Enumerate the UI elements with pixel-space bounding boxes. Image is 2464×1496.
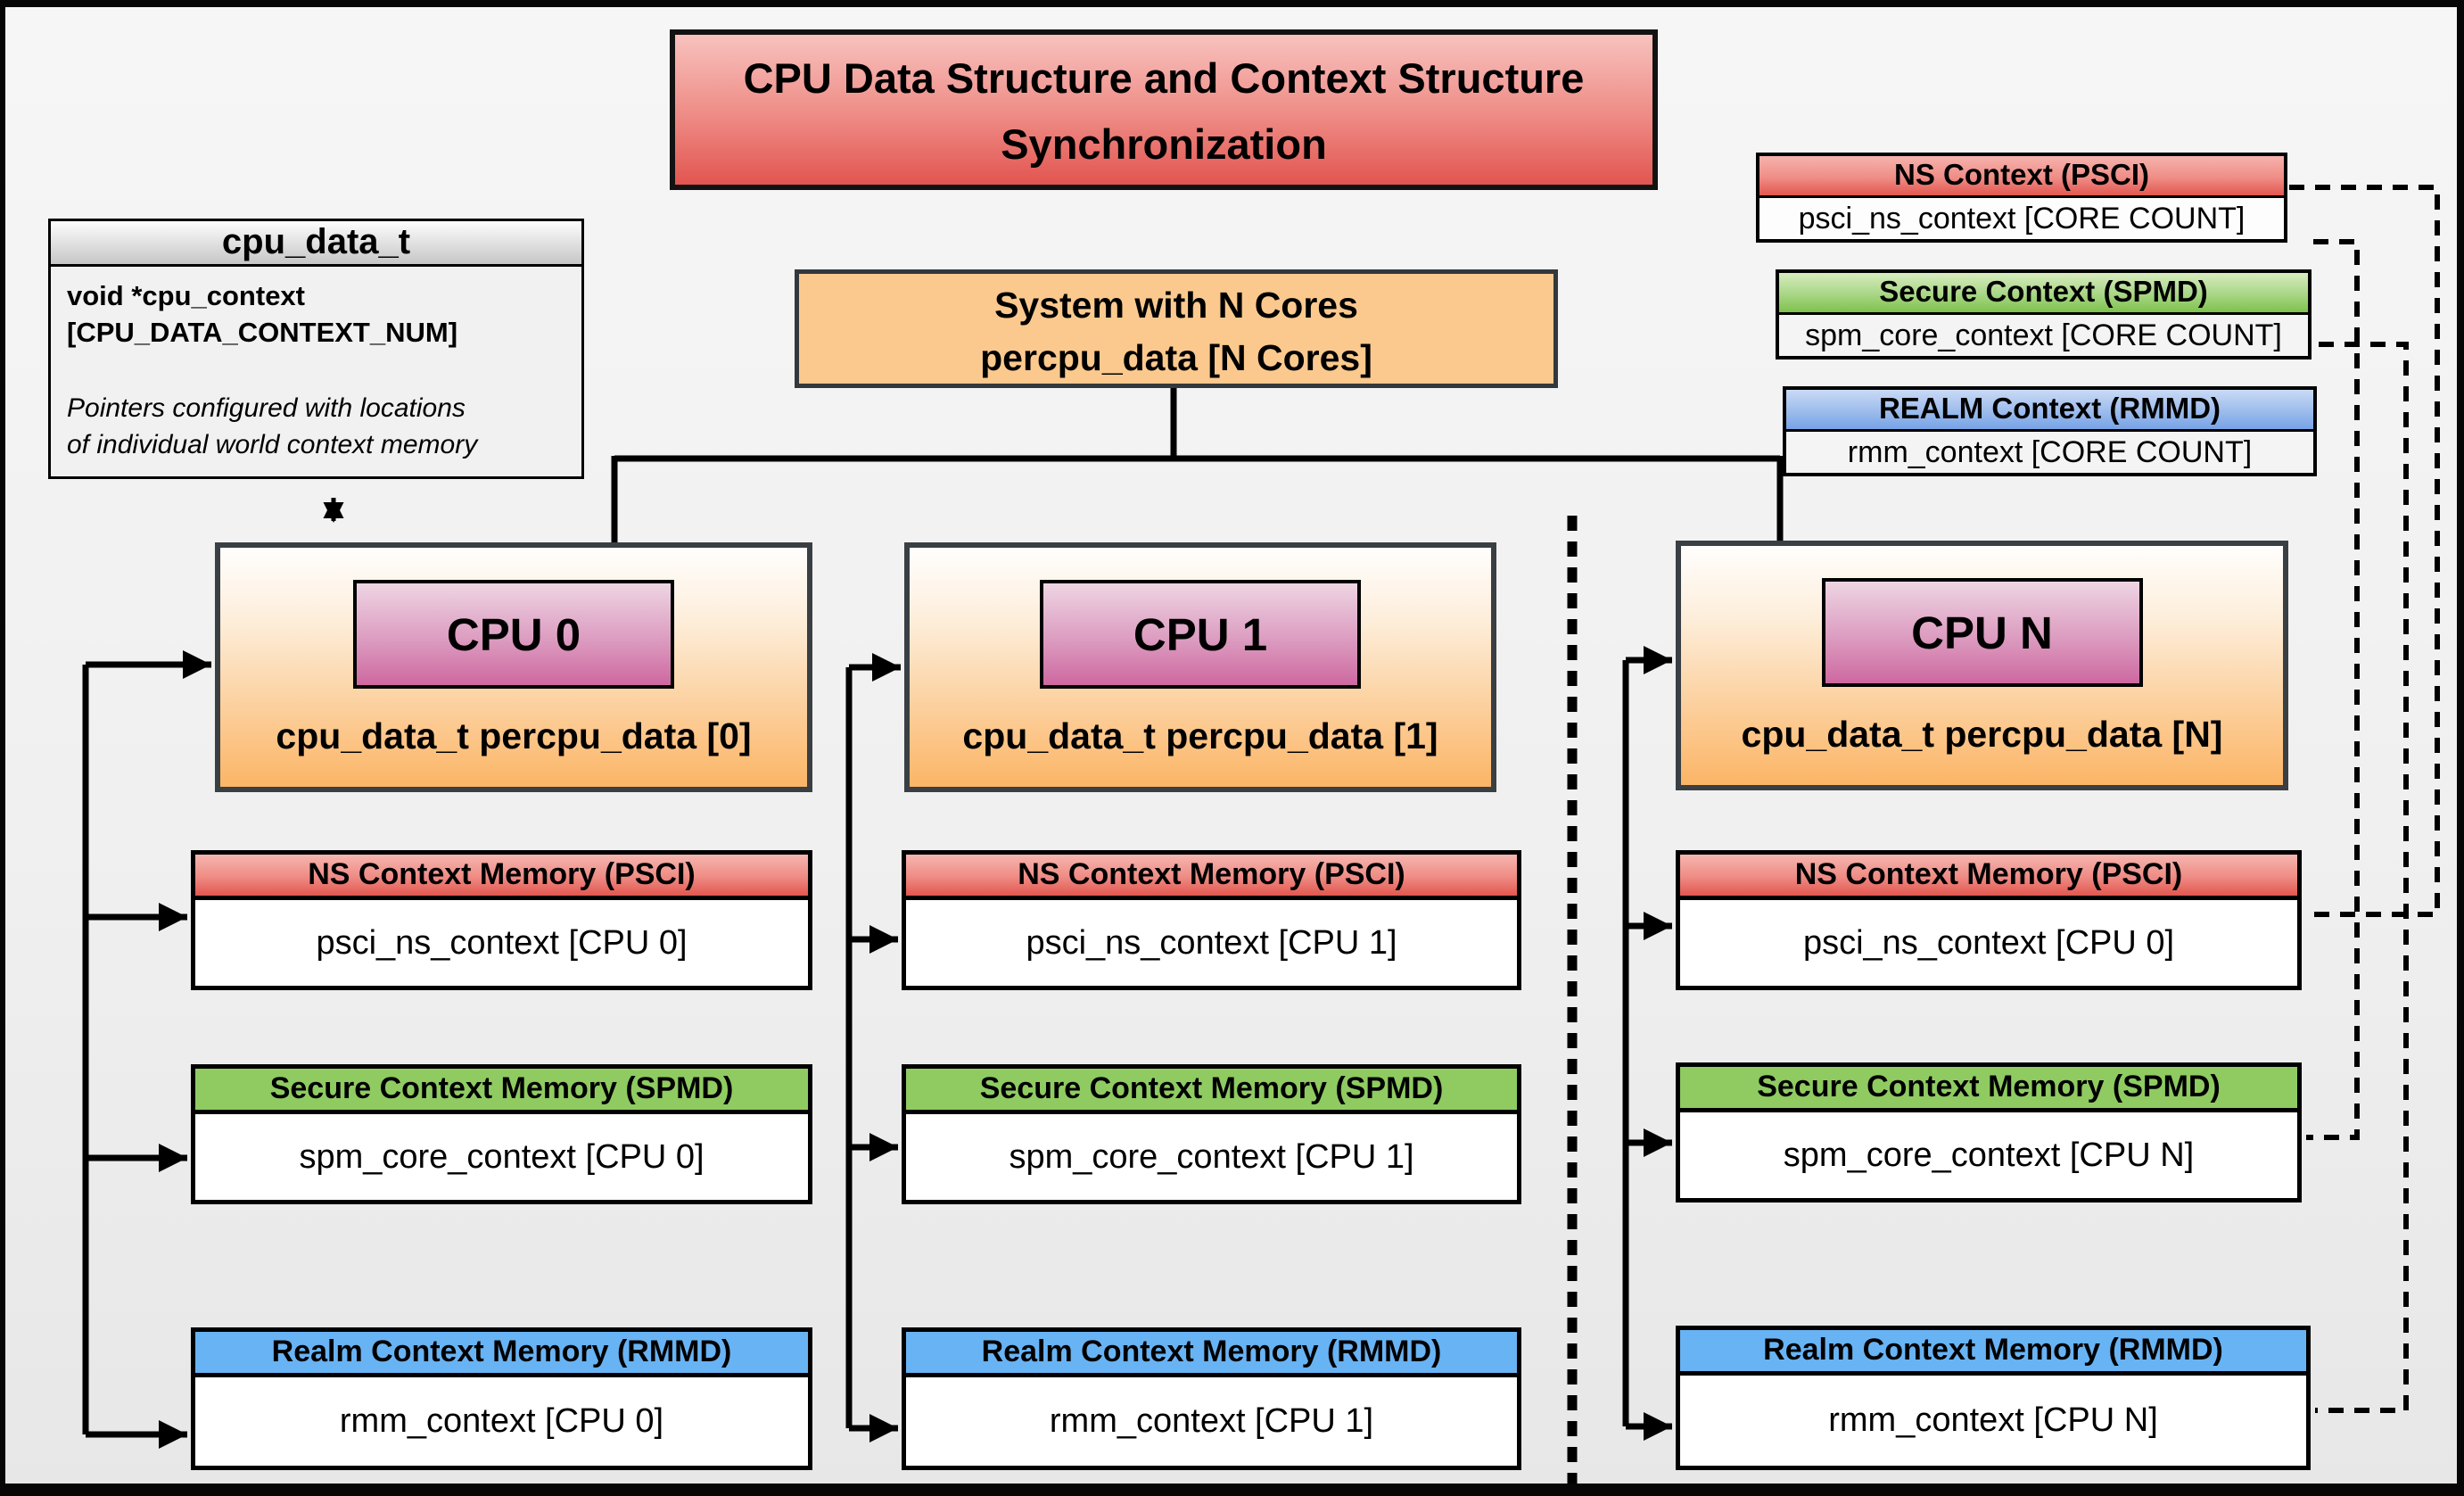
- secure-legend-dashed-connector: [2306, 239, 2360, 1140]
- diagram-title: CPU Data Structure and Context Structure…: [670, 29, 1658, 190]
- legend-secure-context: Secure Context (SPMD) spm_core_context […: [1776, 269, 2312, 360]
- cpu1-secure-context-body: spm_core_context [CPU 1]: [1009, 1137, 1414, 1176]
- struct-note-line2: of individual world context memory: [67, 430, 478, 459]
- cpu1-box: CPU 1 cpu_data_t percpu_data [1]: [904, 542, 1496, 792]
- legend-realm-body: rmm_context [CORE COUNT]: [1786, 432, 2313, 473]
- cpu0-ns-context-box: NS Context Memory (PSCI) psci_ns_context…: [191, 850, 812, 990]
- cpun-secure-context-body: spm_core_context [CPU N]: [1783, 1136, 2195, 1174]
- cpun-realm-context-header: Realm Context Memory (RMMD): [1680, 1330, 2306, 1376]
- cpu-data-t-struct-box: cpu_data_t void *cpu_context [CPU_DATA_C…: [48, 219, 584, 479]
- legend-realm-header: REALM Context (RMMD): [1786, 390, 2313, 432]
- system-box-line2: percpu_data [N Cores]: [980, 337, 1372, 378]
- cpu1-realm-context-box: Realm Context Memory (RMMD) rmm_context …: [902, 1327, 1521, 1470]
- cpu0-realm-context-header: Realm Context Memory (RMMD): [195, 1332, 808, 1377]
- system-box-line1: System with N Cores: [994, 285, 1358, 326]
- cpu0-label: CPU 0: [353, 580, 674, 689]
- cpu0-realm-context-box: Realm Context Memory (RMMD) rmm_context …: [191, 1327, 812, 1470]
- diagram-title-line2: Synchronization: [1001, 120, 1327, 168]
- cpu0-secure-context-box: Secure Context Memory (SPMD) spm_core_co…: [191, 1064, 812, 1204]
- cpu1-secure-context-box: Secure Context Memory (SPMD) spm_core_co…: [902, 1064, 1521, 1204]
- cpun-ns-context-body: psci_ns_context [CPU 0]: [1802, 923, 2175, 962]
- legend-ns-header: NS Context (PSCI): [1759, 156, 2284, 198]
- cpu-context-field-line2: [CPU_DATA_CONTEXT_NUM]: [67, 317, 458, 348]
- struct-note-line1: Pointers configured with locations: [67, 393, 466, 423]
- cpun-box: CPU N cpu_data_t percpu_data [N]: [1676, 541, 2288, 790]
- cpu0-ns-context-header: NS Context Memory (PSCI): [195, 855, 808, 900]
- legend-realm-context: REALM Context (RMMD) rmm_context [CORE C…: [1783, 386, 2317, 476]
- cpu0-percpu-data-label: cpu_data_t percpu_data [0]: [276, 715, 752, 756]
- cpu1-ns-context-header: NS Context Memory (PSCI): [906, 855, 1517, 900]
- cpu0-secure-context-header: Secure Context Memory (SPMD): [195, 1069, 808, 1114]
- cpun-secure-context-header: Secure Context Memory (SPMD): [1680, 1067, 2297, 1112]
- cpu1-realm-context-header: Realm Context Memory (RMMD): [906, 1332, 1517, 1377]
- cpun-pointer-bus: [1622, 645, 1672, 1442]
- legend-ns-context: NS Context (PSCI) psci_ns_context [CORE …: [1756, 153, 2287, 243]
- cpu0-box: CPU 0 cpu_data_t percpu_data [0]: [215, 542, 812, 792]
- cpu1-ns-context-box: NS Context Memory (PSCI) psci_ns_context…: [902, 850, 1521, 990]
- legend-secure-body: spm_core_context [CORE COUNT]: [1779, 315, 2308, 356]
- legend-ns-body: psci_ns_context [CORE COUNT]: [1759, 198, 2284, 239]
- system-to-cpus-trunk-line: [611, 388, 1784, 542]
- legend-dashed-connectors: [2289, 185, 2440, 1413]
- cpu0-secure-context-body: spm_core_context [CPU 0]: [299, 1137, 705, 1176]
- cpun-realm-context-box: Realm Context Memory (RMMD) rmm_context …: [1676, 1326, 2311, 1470]
- diagram-title-line1: CPU Data Structure and Context Structure: [743, 54, 1585, 102]
- cpu1-label: CPU 1: [1040, 580, 1361, 689]
- cpu-data-t-body: void *cpu_context [CPU_DATA_CONTEXT_NUM]…: [51, 267, 581, 474]
- cpu1-pointer-bus: [845, 652, 901, 1443]
- cpu1-realm-context-body: rmm_context [CPU 1]: [1049, 1402, 1374, 1440]
- cpun-label: CPU N: [1821, 578, 2143, 687]
- cpu-context-field-line1: void *cpu_context: [67, 280, 305, 311]
- cpun-realm-context-body: rmm_context [CPU N]: [1828, 1401, 2158, 1439]
- cpun-ns-context-header: NS Context Memory (PSCI): [1680, 855, 2297, 900]
- system-box: System with N Cores percpu_data [N Cores…: [795, 269, 1558, 388]
- cpu1-percpu-data-label: cpu_data_t percpu_data [1]: [962, 715, 1438, 756]
- realm-legend-dashed-connector: [2315, 342, 2409, 1413]
- legend-secure-header: Secure Context (SPMD): [1779, 273, 2308, 315]
- cpu1-ns-context-body: psci_ns_context [CPU 1]: [1026, 923, 1397, 962]
- cpu0-realm-context-body: rmm_context [CPU 0]: [339, 1402, 664, 1440]
- cpun-secure-context-box: Secure Context Memory (SPMD) spm_core_co…: [1676, 1062, 2302, 1203]
- cpun-ns-context-box: NS Context Memory (PSCI) psci_ns_context…: [1676, 850, 2302, 990]
- cpu0-pointer-bus: [82, 649, 211, 1450]
- cpu-data-t-header: cpu_data_t: [51, 221, 581, 267]
- cpu0-ns-context-body: psci_ns_context [CPU 0]: [316, 923, 688, 962]
- cpu1-secure-context-header: Secure Context Memory (SPMD): [906, 1069, 1517, 1114]
- cpun-percpu-data-label: cpu_data_t percpu_data [N]: [1741, 714, 2223, 755]
